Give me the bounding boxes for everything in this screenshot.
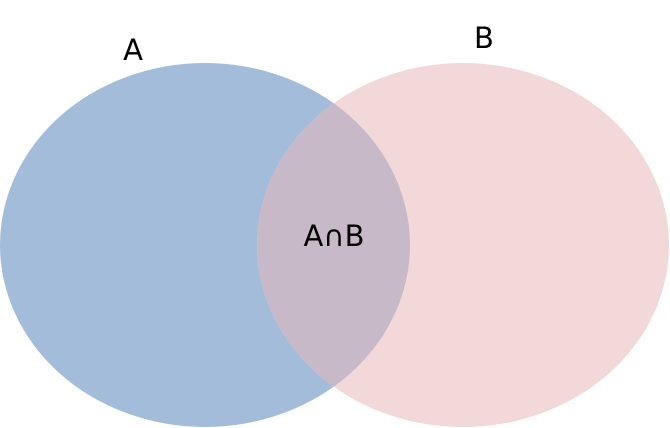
intersection-label: A∩B	[304, 219, 365, 253]
intersection-region	[257, 63, 410, 427]
set-b-label: B	[474, 21, 494, 55]
set-a-label: A	[123, 33, 143, 67]
